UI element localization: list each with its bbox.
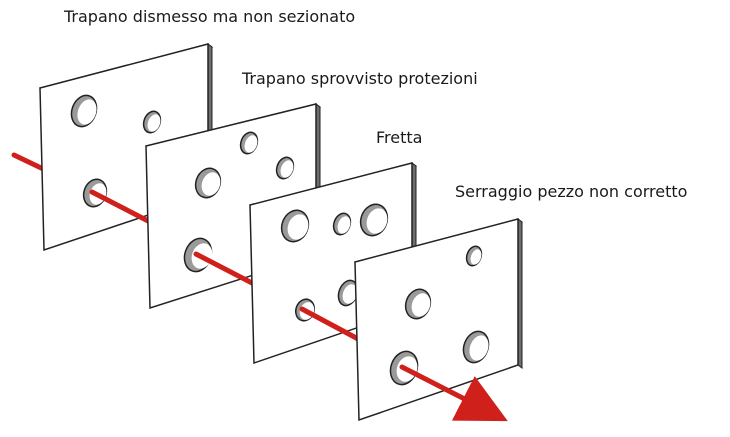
plate-hole <box>142 110 162 134</box>
hazard-arrow-segment <box>299 306 363 343</box>
plate-hole <box>337 279 359 307</box>
hazard-arrow-segment <box>89 189 153 225</box>
plate-hole <box>465 245 483 267</box>
plate-hole <box>70 94 98 128</box>
plate-hole <box>280 209 310 243</box>
plate-hole <box>462 330 490 364</box>
plate-hole <box>404 288 432 320</box>
plate-hole <box>194 167 222 199</box>
plate-hole <box>359 203 389 237</box>
layer-label-1: Trapano dismesso ma non sezionato <box>64 7 356 26</box>
layer-label-2: Trapano sprovvisto protezioni <box>242 69 478 88</box>
layer-label-3: Fretta <box>376 128 423 147</box>
hazard-arrow-segment <box>193 251 257 287</box>
plate-hole <box>332 212 352 236</box>
plate-hole <box>275 156 295 180</box>
hazard-arrow-head <box>399 364 508 422</box>
barrier-plate-4 <box>353 218 524 422</box>
plate-hole <box>239 131 259 155</box>
layer-label-4: Serraggio pezzo non corretto <box>455 182 688 201</box>
